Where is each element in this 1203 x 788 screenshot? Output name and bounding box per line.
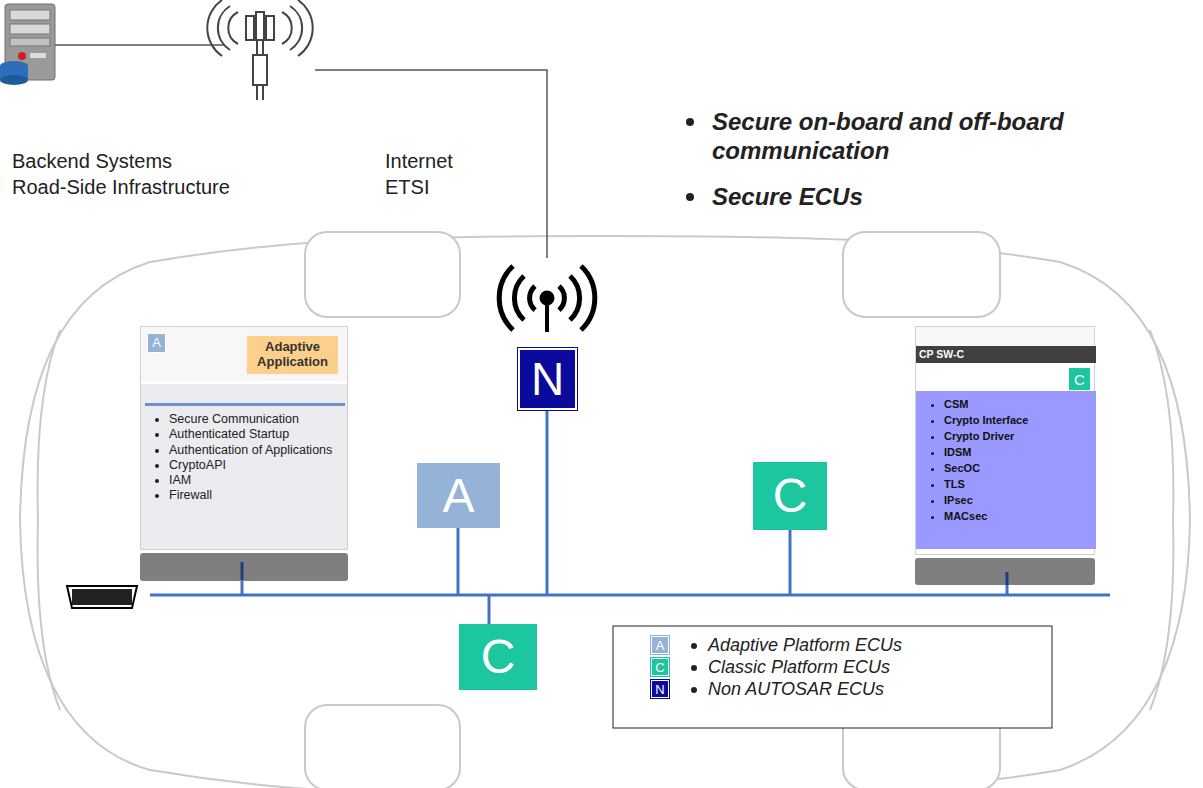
antenna-icon [499, 266, 595, 332]
legend-letter: N [655, 683, 664, 696]
legend-text: Non AUTOSAR ECUs [708, 679, 1038, 700]
node-text: A [147, 333, 166, 353]
node-text: C [481, 633, 516, 681]
wheel [305, 232, 460, 317]
legend-letter: A [656, 639, 665, 652]
legend-swatch: A [651, 636, 669, 654]
cell-tower [207, 0, 312, 100]
node-text: C [773, 472, 808, 520]
list-item: Authenticated Startup [169, 427, 341, 442]
ecu-box: N [518, 348, 577, 410]
list-item: Crypto Driver [944, 429, 1092, 445]
list-item: Crypto Interface [944, 413, 1092, 429]
node-text: N [531, 356, 564, 402]
bullet-dot [686, 118, 694, 126]
legend-text: Adaptive Platform ECUs [708, 635, 1038, 656]
list-item: SecOC [944, 461, 1092, 477]
ecu-box: C [459, 624, 537, 690]
car-contour [1150, 520, 1173, 710]
list-item: CSM [944, 397, 1092, 413]
node-text: C [1074, 372, 1085, 387]
link-wire [315, 70, 547, 258]
legend-frame [613, 626, 1052, 728]
list-item: IDSM [944, 445, 1092, 461]
server-icon [0, 4, 55, 85]
legend-text: Classic Platform ECUs [708, 657, 1038, 678]
node-text: Adaptive Application [247, 340, 338, 370]
list-item: Authentication of Applications [169, 443, 341, 458]
bullet-dot [686, 193, 694, 201]
car-contour [1150, 330, 1173, 520]
goal-bullet: Secure ECUs [712, 182, 1092, 211]
legend-swatch: C [651, 658, 669, 676]
node-text: A [442, 472, 474, 520]
stub [1006, 572, 1009, 585]
car-contour [38, 520, 60, 710]
ecu-panel: CP SW-C C CSMCrypto InterfaceCrypto Driver… [915, 326, 1095, 555]
location-label: Backend Systems [12, 150, 252, 173]
stub [241, 562, 244, 580]
list-item: MACsec [944, 509, 1092, 525]
location-label: Road-Side Infrastructure [12, 176, 272, 199]
ecu-box: C [753, 462, 827, 530]
feature-list: Secure CommunicationAuthenticated Startu… [145, 403, 345, 545]
ecu-box: A [417, 463, 500, 528]
goal-bullet: Secure on-board and off-board communicat… [712, 107, 1092, 166]
obd-connector [67, 586, 137, 608]
ecu-panel: A Adaptive ApplicationSecure Communicatio… [140, 326, 348, 550]
car-contour [38, 330, 60, 520]
list-item: Firewall [169, 488, 341, 503]
list-item: Secure Communication [169, 412, 341, 427]
node-text: CP SW-C [916, 346, 1096, 363]
bullet-dot [691, 665, 697, 671]
platform-bar [140, 553, 348, 581]
application-box: Adaptive Application [247, 336, 338, 374]
bullet-list: Secure CommunicationAuthenticated Startu… [151, 412, 341, 504]
platform-badge: C [1068, 367, 1091, 391]
bullet-dot [691, 687, 697, 693]
car-outline [20, 236, 1190, 788]
legend-letter: C [655, 661, 664, 674]
network-label: ETSI [385, 176, 505, 199]
bullet-list: CSMCrypto InterfaceCrypto DriverIDSMSecO… [926, 397, 1092, 525]
wheel [305, 705, 460, 788]
list-item: TLS [944, 477, 1092, 493]
legend-swatch: N [651, 680, 669, 698]
bullet-dot [691, 643, 697, 649]
list-item: IAM [169, 473, 341, 488]
list-item: IPsec [944, 493, 1092, 509]
module-list: CSMCrypto InterfaceCrypto DriverIDSMSecO… [916, 391, 1096, 549]
link-wire [55, 44, 225, 46]
wheel [843, 232, 1000, 317]
list-item: CryptoAPI [169, 458, 341, 473]
network-label: Internet [385, 150, 505, 173]
platform-bar [915, 558, 1095, 585]
